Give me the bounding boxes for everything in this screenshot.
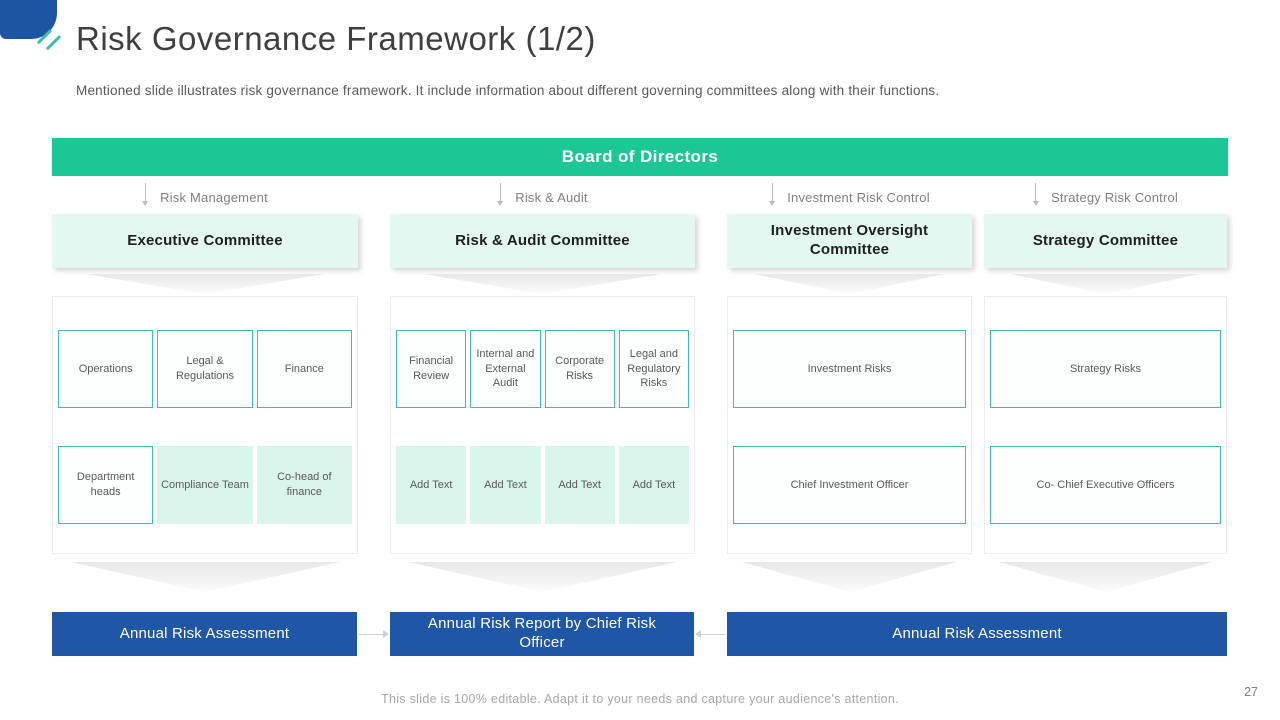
function-box: Finance <box>256 330 352 408</box>
function-box-label: Corporate Risks <box>555 355 605 382</box>
arrow-left-icon <box>695 612 725 656</box>
function-box-label: Legal & Regulations <box>175 355 235 382</box>
function-container: Financial Review Internal and External Au… <box>390 296 695 554</box>
org-column: Strategy Risk Control Strategy Committee… <box>984 180 1227 616</box>
chevron-down-icon <box>70 562 340 592</box>
bottom-bar-label: Annual Risk Report by Chief Risk Officer <box>427 615 657 651</box>
function-box-label: Compliance Team <box>161 478 249 491</box>
committee-box: Investment Oversight Committee <box>727 214 972 268</box>
function-box-label: Co-head of finance <box>277 471 332 498</box>
committee-box: Strategy Committee <box>984 214 1227 268</box>
function-box-label: Finance <box>284 362 324 375</box>
flow-row: Investment Risk Control <box>727 180 972 214</box>
committee-label: Risk & Audit Committee <box>455 231 630 249</box>
function-box-label: Department heads <box>76 471 135 498</box>
corner-slash-icon <box>45 34 61 51</box>
function-box: Add Text <box>470 446 541 524</box>
footer-note: This slide is 100% editable. Adapt it to… <box>381 692 899 706</box>
page-subtitle: Mentioned slide illustrates risk governa… <box>76 83 940 98</box>
down-arrow-icon <box>1032 182 1039 206</box>
function-box-label: Add Text <box>632 478 676 491</box>
function-box: Operations <box>58 330 154 408</box>
chevron-down-icon <box>1010 274 1201 294</box>
function-box: Strategy Risks <box>990 330 1221 408</box>
committee-label: Strategy Committee <box>1032 231 1179 249</box>
function-box: Add Text <box>618 446 689 524</box>
committee-label: Executive Committee <box>127 231 283 249</box>
function-box-label: Add Text <box>558 478 601 491</box>
function-box-label: Operations <box>78 362 133 375</box>
org-column: Investment Risk Control Investment Overs… <box>727 180 972 616</box>
page-number: 27 <box>1244 685 1258 699</box>
function-box-label: Investment Risks <box>807 362 892 375</box>
function-box: Chief Investment Officer <box>733 446 966 524</box>
function-box: Corporate Risks <box>544 330 615 408</box>
flow-label: Risk & Audit <box>515 189 588 205</box>
chevron-down-icon <box>741 562 958 592</box>
committee-box: Executive Committee <box>52 214 358 268</box>
function-box: Legal and Regulatory Risks <box>618 330 689 408</box>
function-box: Department heads <box>58 446 154 524</box>
bottom-bar-label: Annual Risk Assessment <box>119 624 290 642</box>
bottom-bar-label: Annual Risk Assessment <box>892 624 1062 642</box>
function-box-label: Legal and Regulatory Risks <box>627 347 681 390</box>
flow-row: Strategy Risk Control <box>984 180 1227 214</box>
page-title: Risk Governance Framework (1/2) <box>76 20 596 57</box>
org-column: Risk & Audit Risk & Audit Committee Fina… <box>390 180 695 616</box>
function-box-label: Chief Investment Officer <box>790 478 909 491</box>
function-box-label: Add Text <box>409 478 453 491</box>
down-arrow-icon <box>769 182 776 206</box>
function-box: Add Text <box>544 446 615 524</box>
function-box-label: Financial Review <box>409 355 454 382</box>
chevron-down-icon <box>85 274 325 294</box>
chevron-down-icon <box>423 274 662 294</box>
flow-row: Risk Management <box>52 180 358 214</box>
function-box: Co-head of finance <box>256 446 352 524</box>
flow-row: Risk & Audit <box>390 180 695 214</box>
function-box-label: Co- Chief Executive Officers <box>1036 478 1175 491</box>
org-column: Risk Management Executive Committee Oper… <box>52 180 358 616</box>
chevron-down-icon <box>998 562 1213 592</box>
committee-box: Risk & Audit Committee <box>390 214 695 268</box>
org-columns: Risk Management Executive Committee Oper… <box>0 180 1280 620</box>
bottom-bar-annual-risk-report: Annual Risk Report by Chief Risk Officer <box>390 612 694 656</box>
function-box: Compliance Team <box>157 446 253 524</box>
function-box-label: Add Text <box>484 478 527 491</box>
flow-label: Risk Management <box>160 189 268 205</box>
chevron-down-icon <box>408 562 677 592</box>
function-box: Add Text <box>396 446 467 524</box>
chevron-down-icon <box>753 274 946 294</box>
function-box-label: Strategy Risks <box>1070 362 1141 375</box>
board-of-directors-label: Board of Directors <box>561 147 719 166</box>
down-arrow-icon <box>497 182 504 206</box>
bottom-bar-annual-risk-assessment-right: Annual Risk Assessment <box>727 612 1227 656</box>
arrow-right-icon <box>359 612 389 656</box>
flow-label: Investment Risk Control <box>787 189 930 205</box>
committee-label: Investment Oversight Committee <box>770 222 929 258</box>
function-box: Legal & Regulations <box>157 330 253 408</box>
board-of-directors-bar: Board of Directors <box>52 138 1228 176</box>
function-box: Co- Chief Executive Officers <box>990 446 1221 524</box>
bottom-bar-annual-risk-assessment-left: Annual Risk Assessment <box>52 612 357 656</box>
flow-label: Strategy Risk Control <box>1050 189 1179 205</box>
function-box: Investment Risks <box>733 330 966 408</box>
function-box: Financial Review <box>396 330 467 408</box>
function-box-label: Internal and External Audit <box>476 347 535 390</box>
function-box: Internal and External Audit <box>470 330 541 408</box>
down-arrow-icon <box>142 182 149 206</box>
